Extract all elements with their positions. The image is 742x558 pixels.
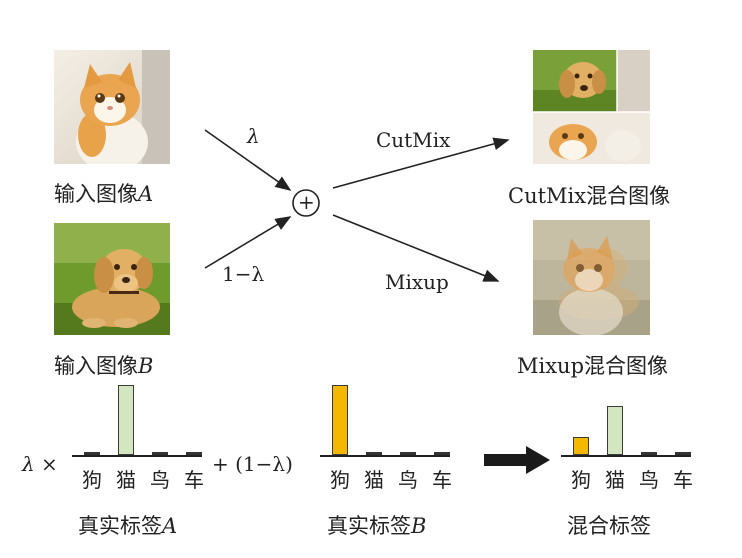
bar-0 <box>573 437 589 455</box>
category-label: 狗 <box>82 468 102 492</box>
plus-one-minus-lambda-operator: + (1−λ) <box>212 452 293 476</box>
category-label: 鸟 <box>150 468 170 492</box>
true-label-a-caption: 真实标签A <box>78 514 178 538</box>
lambda-times-operator: λ × <box>22 452 58 476</box>
cutmix-output-caption: CutMix混合图像 <box>508 184 671 208</box>
big-right-arrow-icon <box>484 446 550 474</box>
bar-1 <box>366 452 382 455</box>
arrow-plus-to-mixup <box>332 214 500 282</box>
cutmix-output-image <box>533 50 650 164</box>
input-image-b-dog <box>54 223 170 335</box>
category-label: 猫 <box>605 468 625 492</box>
category-label: 猫 <box>116 468 136 492</box>
bar-3 <box>434 452 450 455</box>
mixup-output-caption: Mixup混合图像 <box>517 354 669 378</box>
plus-operator-circle <box>292 189 320 217</box>
bar-1 <box>118 385 134 455</box>
one-minus-lambda-edge-label: 1−λ <box>222 262 265 286</box>
lambda-edge-label: λ <box>247 124 260 148</box>
bar-1 <box>607 406 623 455</box>
bar-3 <box>675 452 691 455</box>
category-label: 狗 <box>330 468 350 492</box>
mixup-edge-label: Mixup <box>385 270 449 294</box>
bar-2 <box>641 452 657 455</box>
bar-0 <box>84 452 100 455</box>
arrow-a-to-plus <box>204 129 292 191</box>
category-label: 车 <box>673 468 693 492</box>
input-image-a-cat <box>54 50 170 164</box>
category-label: 鸟 <box>398 468 418 492</box>
mixup-output-image <box>533 220 650 335</box>
bar-2 <box>400 452 416 455</box>
bar-0 <box>332 385 348 455</box>
category-label: 鸟 <box>639 468 659 492</box>
category-label: 猫 <box>364 468 384 492</box>
chart-baseline <box>72 455 202 457</box>
category-label: 车 <box>432 468 452 492</box>
bar-2 <box>152 452 168 455</box>
arrow-b-to-plus <box>204 216 292 269</box>
chart-baseline <box>320 455 450 457</box>
category-label: 狗 <box>571 468 591 492</box>
input-image-b-caption: 输入图像B <box>54 354 154 378</box>
bar-3 <box>186 452 202 455</box>
true-label-b-caption: 真实标签B <box>327 514 427 538</box>
category-label: 车 <box>184 468 204 492</box>
chart-baseline <box>561 455 691 457</box>
arrow-plus-to-cutmix <box>332 137 510 189</box>
cutmix-edge-label: CutMix <box>376 128 451 152</box>
mixed-label-caption: 混合标签 <box>567 514 651 538</box>
input-image-a-caption: 输入图像A <box>54 182 154 206</box>
plus-operator-symbol: + <box>298 190 315 214</box>
